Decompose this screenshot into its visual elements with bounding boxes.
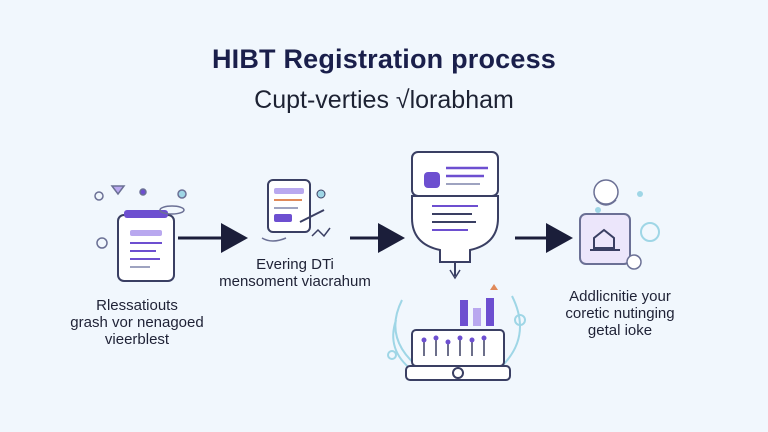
diagram-title: HIBT Registration process [211,44,557,74]
monitor-icon [411,151,499,280]
diagram-subtitle: Cupt-verties √lorabham [254,86,514,114]
step-caption-3: Addlicnitie your coretic nutinging getal… [540,288,700,339]
caption-line: Addlicnitie your [569,288,671,305]
caption-line: getal ioke [587,322,653,339]
doodle-decoration-left [94,185,187,249]
step-caption-2: Evering DTi mensoment viacrahum [210,256,380,290]
caption-line: coretic nutinging [565,305,675,322]
tablet-icon [261,179,331,242]
laptop-icon [405,329,511,381]
caption-line: Evering DTi [256,256,334,273]
document-icon [117,210,175,282]
device-box-icon [579,179,660,270]
chart-bars-icon [460,284,498,326]
caption-line: mensoment viacrahum [219,273,371,290]
caption-line: Rlessatiouts [96,297,178,314]
caption-line: vieerblest [104,331,170,348]
step-caption-1: Rlessatiouts grash vor nenagoed vieerble… [52,297,222,348]
caption-line: grash vor nenagoed [70,314,204,331]
